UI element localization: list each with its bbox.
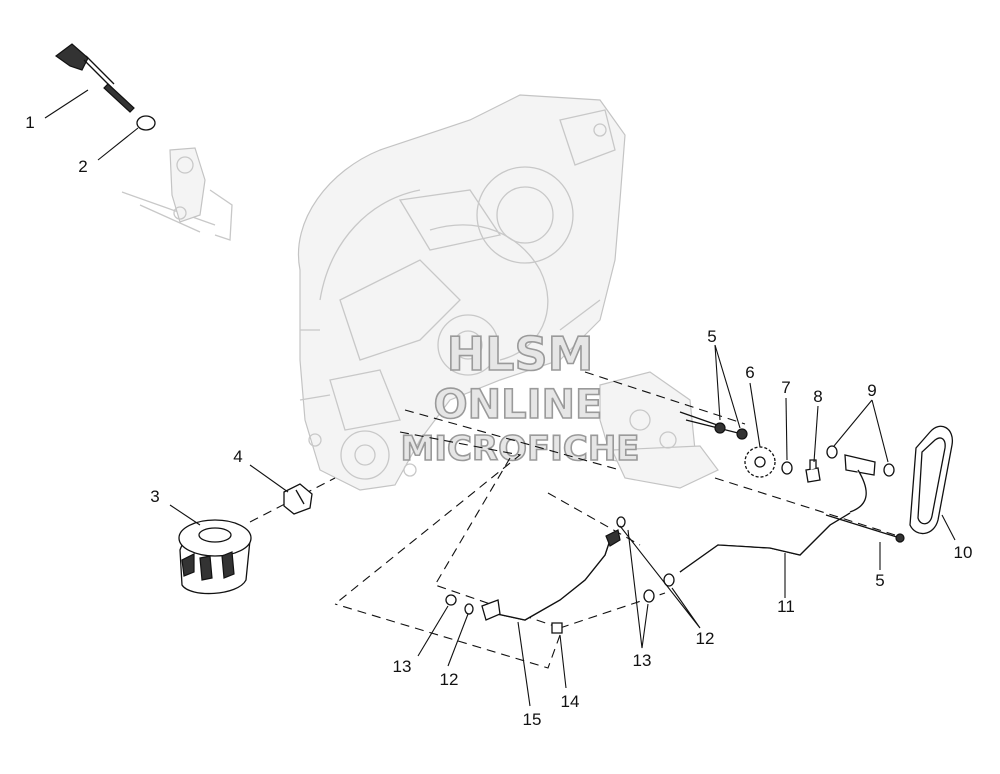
part-3-oil-filter — [178, 519, 252, 595]
engine-case-ghost — [297, 94, 626, 491]
part-10-chain — [909, 425, 953, 535]
part-14-bolt — [551, 622, 563, 634]
callout-13-right: 13 — [633, 651, 652, 670]
leader-lines — [44, 89, 956, 707]
part-5-bolts-upper — [679, 411, 748, 440]
watermark: HLSM ONLINE MICROFICHE — [400, 326, 641, 470]
callout-5-upper: 5 — [707, 327, 716, 346]
watermark-line-2: ONLINE — [434, 382, 603, 428]
part-13-washer-left — [445, 594, 457, 606]
part-12-washer-right — [663, 573, 675, 587]
part-6-sprocket — [744, 446, 776, 478]
part-13-washer-right — [643, 589, 655, 603]
callout-13-left: 13 — [393, 657, 412, 676]
part-13-washer-top — [616, 516, 626, 528]
callout-9: 9 — [867, 381, 876, 400]
part-7-washer — [781, 461, 793, 475]
part-15-oil-line — [481, 529, 621, 621]
watermark-line-1: HLSM — [447, 327, 594, 381]
callout-11: 11 — [777, 597, 795, 616]
callout-8: 8 — [813, 387, 822, 406]
part-12-washer-left — [464, 603, 474, 615]
callout-labels: 1 2 3 4 5 5 6 7 8 9 10 11 12 12 13 13 14… — [25, 113, 972, 729]
callout-10: 10 — [954, 543, 973, 562]
callout-2: 2 — [78, 157, 87, 176]
callout-1: 1 — [25, 113, 34, 132]
part-8-bolt — [805, 459, 821, 483]
callout-3: 3 — [150, 487, 159, 506]
callout-15: 15 — [523, 710, 542, 729]
callout-6: 6 — [745, 363, 754, 382]
callout-12-left: 12 — [440, 670, 459, 689]
part-2-o-ring — [136, 115, 156, 131]
bracket-ghost — [121, 147, 233, 241]
callout-5-lower: 5 — [875, 571, 884, 590]
part-11-oil-line — [679, 512, 905, 573]
watermark-line-3: MICROFICHE — [400, 429, 639, 469]
part-4-filter-nipple — [283, 483, 313, 515]
callout-7: 7 — [781, 378, 790, 397]
part-9-fitting-and-o-rings — [826, 445, 895, 513]
callout-4: 4 — [233, 447, 242, 466]
part-1-dipstick — [54, 43, 135, 113]
callout-12-right: 12 — [696, 629, 715, 648]
oil-pump-ghost — [599, 371, 719, 489]
callout-14: 14 — [561, 692, 580, 711]
